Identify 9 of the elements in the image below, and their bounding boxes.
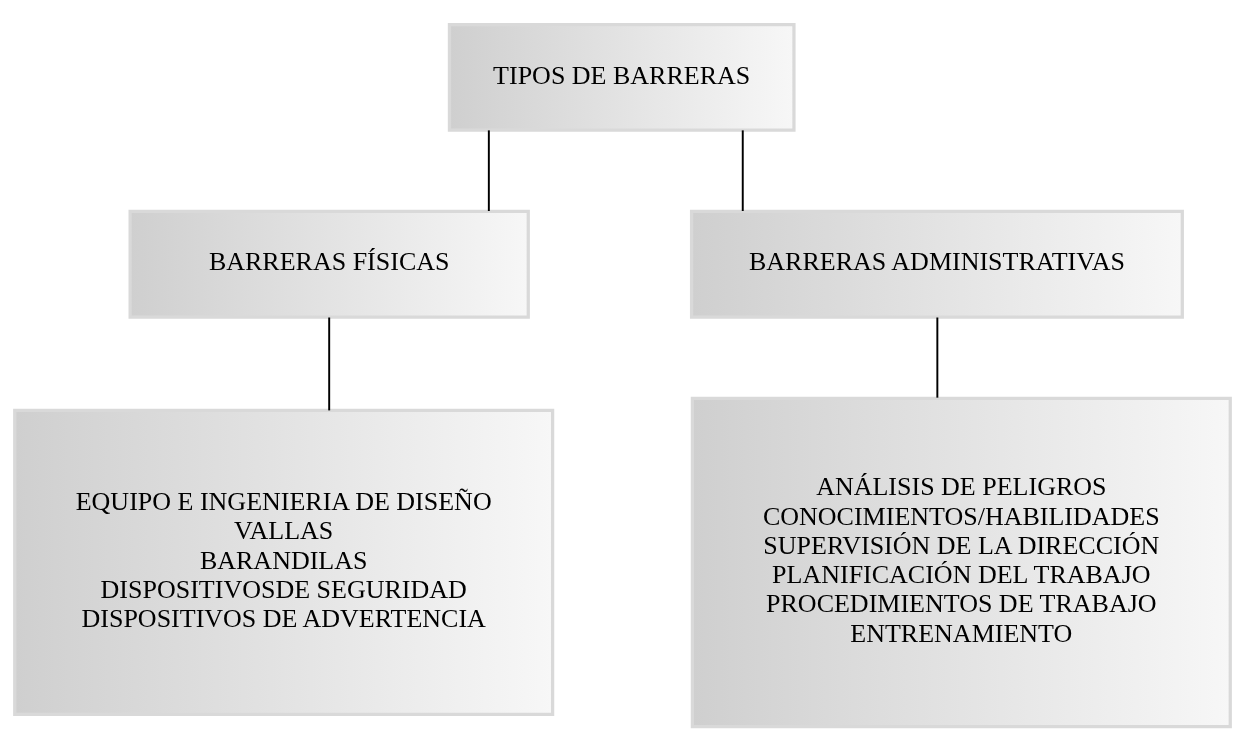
node-box: TIPOS DE BARRERAS xyxy=(447,22,796,132)
connector xyxy=(487,128,490,212)
node-box: ANÁLISIS DE PELIGROS CONOCIMIENTOS/HABILIDADES SUPERVISIÓN DE LA DIRECCIÓN PLANIFICACIÓN DEL TRABAJO PROCEDIMIENTOS DE TRABAJO ENTRENAMIENTO xyxy=(690,396,1232,728)
connector xyxy=(328,316,331,411)
connector xyxy=(741,128,744,212)
connector xyxy=(936,316,939,399)
node-box: BARRERAS ADMINISTRATIVAS xyxy=(689,209,1184,319)
node-box: BARRERAS FÍSICAS xyxy=(128,209,530,319)
node-box: EQUIPO E INGENIERIA DE DISEÑO VALLAS BARANDILAS DISPOSITIVOSDE SEGURIDAD DISPOSITIVOS DE ADVERTENCIA xyxy=(13,408,555,716)
